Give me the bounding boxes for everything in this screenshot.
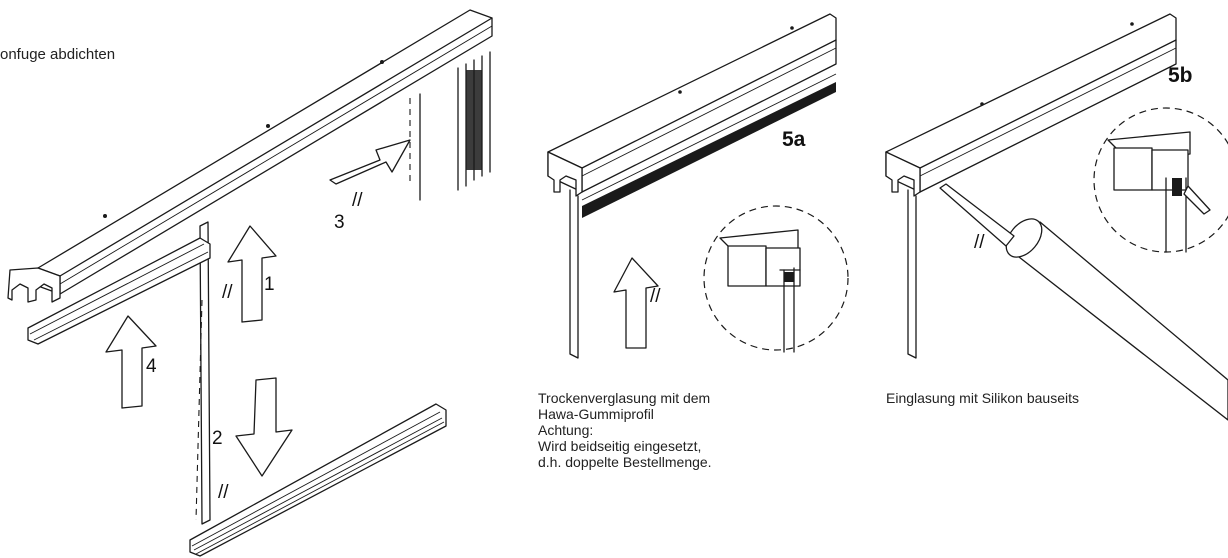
arrow-3 [329,139,411,185]
middle-rail [27,237,211,345]
arrow-4 [105,315,157,409]
step-label-1: 1 [264,274,275,295]
step-label-2: 2 [212,428,223,449]
glass-mark: // [222,282,233,303]
step-label-4: 4 [146,356,157,377]
detail-label-5b: 5b [1168,64,1193,87]
left-assembly-figure: // // // 1 2 3 4 [7,9,493,557]
caption-5b: Einglasung mit Silikon bauseits [886,390,1079,406]
bottom-rail [189,403,447,557]
caption-5a-line: Achtung: [538,422,594,438]
detail-5a-inset [703,205,849,353]
instruction-text: onfuge abdichten [0,46,116,63]
caption-5a-line: Hawa-Gummiprofil [538,406,654,422]
glass-mark: // [352,190,363,211]
detail-5a-figure: // 5a [547,13,849,359]
arrow-2 [235,377,293,477]
detail-label-5a: 5a [782,128,806,151]
glass-panel [195,98,411,525]
caption-5a: Trockenverglasung mit dem Hawa-Gummiprof… [538,390,712,470]
glass-mark: // [974,232,985,253]
silicone-cartridge [939,183,1228,421]
glass-mark: // [218,482,229,503]
detail-5b-inset [1093,107,1228,253]
detail-5b-figure: // 5b [885,13,1228,421]
arrow-1 [227,225,277,323]
vertical-profile [419,51,491,201]
caption-5a-line: Wird beidseitig eingesetzt, [538,438,702,454]
glass-mark: // [650,286,661,307]
caption-5a-line: Trockenverglasung mit dem [538,390,711,406]
step-label-3: 3 [334,212,345,233]
top-track-rail [7,9,493,303]
caption-5a-line: d.h. doppelte Bestellmenge. [538,454,712,470]
